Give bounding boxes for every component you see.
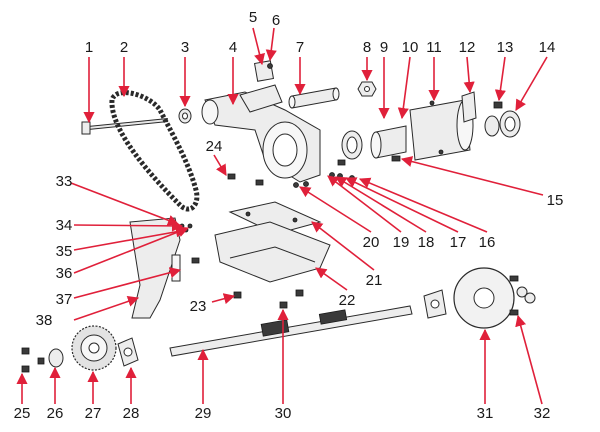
part-7-sleeve [288,87,340,109]
callout-6: 6 [272,12,280,29]
part-22-cradle [214,221,331,283]
part-25-26-nuts [21,347,64,373]
callout-4: 4 [229,39,237,56]
callout-14: 14 [539,39,556,56]
callout-24: 24 [206,138,223,155]
callout-29: 29 [195,405,212,422]
parts-illustration [21,60,536,373]
callout-25: 25 [14,405,31,422]
part-32-fasteners [509,275,536,316]
part-5-6-bracket [253,60,275,82]
callout-28: 28 [123,405,140,422]
part-29-axle [169,305,413,357]
part-2-chain [109,90,200,212]
callout-1: 1 [85,39,93,56]
callout-33: 33 [56,173,73,190]
part-3-washer [178,108,192,124]
small-bolts [233,289,304,309]
callout-7: 7 [296,39,304,56]
callout-13: 13 [497,39,514,56]
callout-5: 5 [249,9,257,26]
part-9-ring [341,130,363,160]
callout-27: 27 [85,405,102,422]
callout-21: 21 [366,272,383,289]
callout-38: 38 [36,312,53,329]
part-38-chain-guard [129,217,200,319]
part-13-bolt [493,101,503,109]
callout-labels: 1 2 3 4 5 6 7 8 9 10 11 12 13 14 15 16 1… [14,9,564,422]
callout-2: 2 [120,39,128,56]
callout-18: 18 [418,234,435,251]
callout-8: 8 [363,39,371,56]
callout-37: 37 [56,291,73,308]
callout-17: 17 [450,234,467,251]
callout-19: 19 [393,234,410,251]
callout-15: 15 [547,192,564,209]
callout-3: 3 [181,39,189,56]
callout-32: 32 [534,405,551,422]
part-8-nut [357,81,377,97]
part-28-hub [117,337,139,367]
callout-10: 10 [402,39,419,56]
part-1-bolt [81,118,169,135]
callout-16: 16 [479,234,496,251]
part-hub-flange [423,289,447,319]
callout-26: 26 [47,405,64,422]
callout-23: 23 [190,298,207,315]
callout-20: 20 [363,234,380,251]
part-10-sleeve [370,125,407,159]
part-4-swing-arm [201,84,321,183]
part-31-disc [453,267,515,329]
callout-35: 35 [56,243,73,260]
callout-31: 31 [477,405,494,422]
callout-34: 34 [56,217,73,234]
part-27-sprocket [71,325,117,371]
callout-22: 22 [339,292,356,309]
callout-36: 36 [56,265,73,282]
callout-11: 11 [426,39,442,56]
part-12-plate [461,91,477,123]
callout-12: 12 [459,39,476,56]
callout-30: 30 [275,405,292,422]
callout-9: 9 [380,39,388,56]
leader-lines [16,27,548,405]
part-14-bearing [484,110,521,138]
